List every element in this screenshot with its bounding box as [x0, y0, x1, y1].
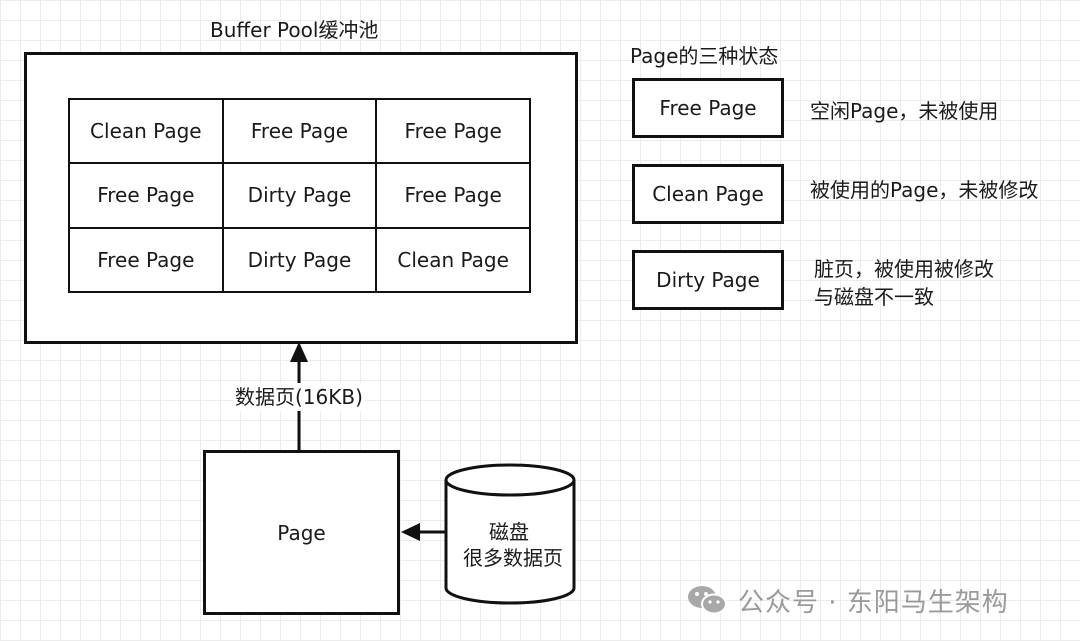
page-box: Page [203, 450, 400, 615]
grid-cell: Dirty Page [222, 227, 377, 292]
legend-title: Page的三种状态 [630, 44, 779, 68]
legend-free-box: Free Page [632, 78, 784, 138]
grid-cell: Clean Page [69, 99, 223, 164]
legend-dirty-desc-line1: 脏页，被使用被修改 [814, 257, 994, 281]
disk-label-line2: 很多数据页 [463, 546, 563, 570]
legend-dirty-desc-line2: 与磁盘不一致 [814, 285, 934, 309]
buffer-pool-title: Buffer Pool缓冲池 [210, 18, 379, 42]
grid-cell: Free Page [69, 227, 223, 292]
grid-cell: Free Page [69, 163, 223, 228]
legend-dirty-box: Dirty Page [632, 250, 784, 310]
grid-cell: Dirty Page [222, 163, 377, 228]
arrow-up-head [290, 342, 308, 362]
legend-free-desc: 空闲Page，未被使用 [810, 99, 999, 123]
legend-clean-box: Clean Page [632, 164, 784, 224]
grid-cell: Free Page [376, 163, 530, 228]
disk-label-line1: 磁盘 [489, 520, 529, 544]
watermark-text: 公众号 · 东阳马生架构 [738, 588, 1009, 618]
legend-clean-desc: 被使用的Page，未被修改 [810, 178, 1039, 202]
page-grid: Clean Page Free Page Free Page Free Page… [68, 98, 531, 293]
grid-cell: Free Page [222, 99, 377, 164]
wechat-icon [688, 586, 727, 615]
grid-cell: Free Page [376, 99, 530, 164]
arrow-label: 数据页(16KB) [233, 383, 365, 411]
disk-icon [444, 463, 576, 605]
grid-cell: Clean Page [376, 227, 530, 292]
arrow-left-head [401, 523, 420, 541]
